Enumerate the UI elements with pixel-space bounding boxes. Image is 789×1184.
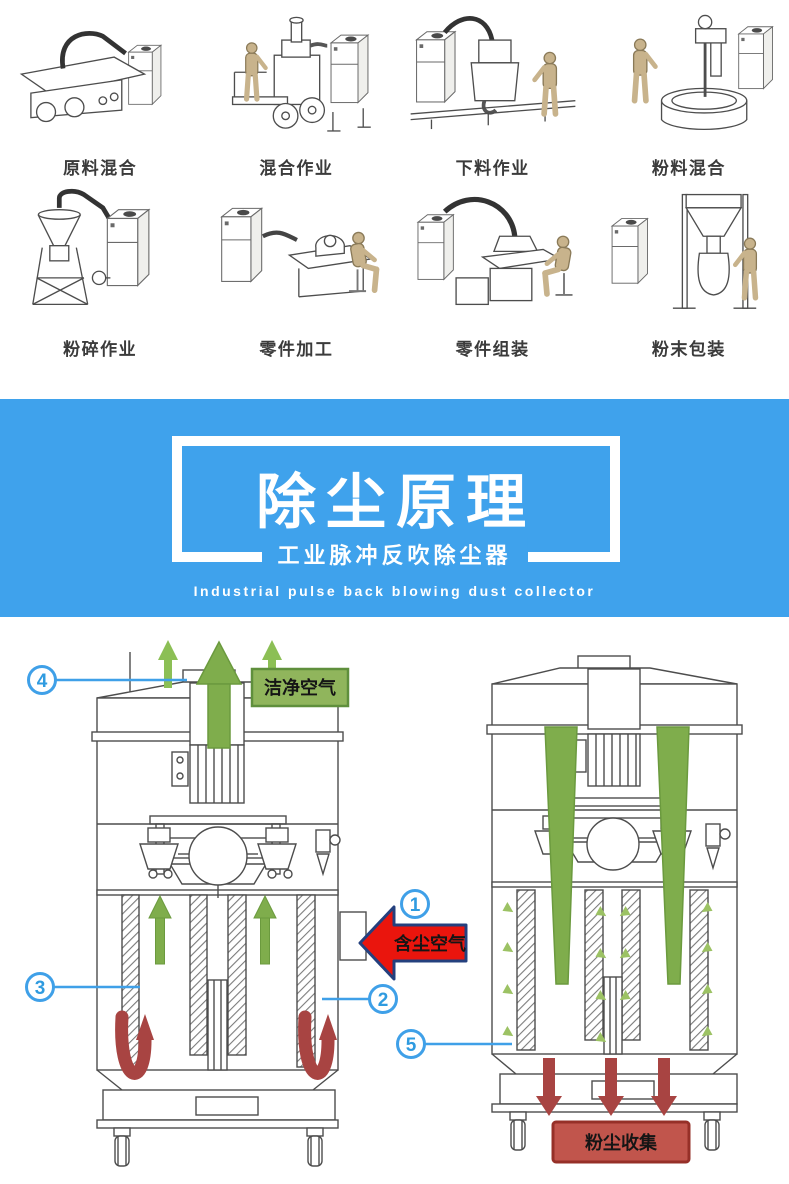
- process-item-label: 粉碎作业: [63, 340, 138, 359]
- dust-collection-label: 粉尘收集: [551, 1120, 691, 1164]
- svg-text:3: 3: [35, 978, 46, 999]
- callout-2: 2: [368, 984, 398, 1014]
- process-item-crushing-operation: 粉碎作业: [2, 187, 198, 368]
- banner-subtitle: 工业脉冲反吹除尘器: [261, 538, 528, 574]
- pulse-air-cones: [544, 726, 690, 985]
- callout-5: 5: [396, 1029, 426, 1059]
- process-item-unloading-operation: 下料作业: [395, 6, 591, 187]
- process-item-mixing-operation: 混合作业: [198, 6, 394, 187]
- dust-drop-arrows: [536, 1058, 677, 1116]
- dust-flow-chevrons: [502, 901, 713, 1043]
- process-item-label: 零件组装: [455, 340, 530, 359]
- clean-air-up-arrows: [158, 640, 282, 749]
- parts-assembly-illustration: [417, 196, 586, 306]
- dust-air-u-arrows: [115, 1010, 335, 1080]
- left-machine-diagram: [91, 640, 367, 1167]
- filtered-air-up-arrows: [148, 894, 277, 965]
- clean-air-label: 洁净空气: [250, 667, 350, 708]
- principle-banner: 除尘原理 工业脉冲反吹除尘器 Industrial pulse back blo…: [0, 399, 789, 617]
- process-item-label: 零件加工: [259, 340, 334, 359]
- process-item-label: 下料作业: [455, 159, 530, 178]
- powder-packaging-illustration: [611, 193, 782, 309]
- principle-diagram: 粉尘收集 洁净空气 含尘空气 1 2 3: [0, 617, 789, 1176]
- banner-subtitle-english: Industrial pulse back blowing dust colle…: [193, 583, 596, 599]
- raw-material-mixing-illustration: [19, 31, 162, 123]
- process-item-label: 粉料混合: [651, 159, 726, 178]
- dusty-air-label-text: 含尘空气: [394, 933, 466, 954]
- crushing-operation-illustration: [32, 188, 150, 306]
- process-item-parts-machining: 零件加工: [198, 187, 394, 368]
- right-machine-diagram: 粉尘收集: [486, 655, 743, 1164]
- process-item-label: 粉末包装: [651, 340, 726, 359]
- callout-1: 1: [400, 889, 430, 919]
- dust-collector-diagram-svg: 粉尘收集 洁净空气 含尘空气 1 2 3: [25, 640, 743, 1167]
- banner-title-box: 除尘原理: [172, 436, 620, 562]
- powder-mixing-illustration: [596, 14, 773, 131]
- process-item-label: 原料混合: [63, 159, 138, 178]
- callout-4: 4: [27, 665, 57, 695]
- dusty-process-grid: 原料混合 混合作: [0, 0, 789, 368]
- unloading-operation-illustration: [410, 16, 576, 130]
- process-item-raw-material-mixing: 原料混合: [2, 6, 198, 187]
- mixing-operation-illustration: [232, 16, 372, 132]
- banner-title: 除尘原理: [256, 468, 536, 536]
- parts-machining-illustration: [221, 207, 389, 298]
- svg-text:5: 5: [406, 1035, 417, 1056]
- dust-collection-label-text: 粉尘收集: [585, 1132, 658, 1153]
- dusty-air-arrow: 含尘空气: [358, 905, 468, 981]
- process-item-powder-packaging: 粉末包装: [591, 187, 787, 368]
- svg-text:4: 4: [37, 671, 48, 692]
- process-item-label: 混合作业: [259, 159, 334, 178]
- callout-3: 3: [25, 972, 55, 1002]
- process-item-powder-mixing: 粉料混合: [591, 6, 787, 187]
- svg-text:1: 1: [410, 895, 421, 916]
- dust-air-u-arrowheads: [136, 1014, 337, 1040]
- clean-air-label-text: 洁净空气: [264, 677, 336, 698]
- svg-text:2: 2: [378, 990, 389, 1011]
- process-item-parts-assembly: 零件组装: [395, 187, 591, 368]
